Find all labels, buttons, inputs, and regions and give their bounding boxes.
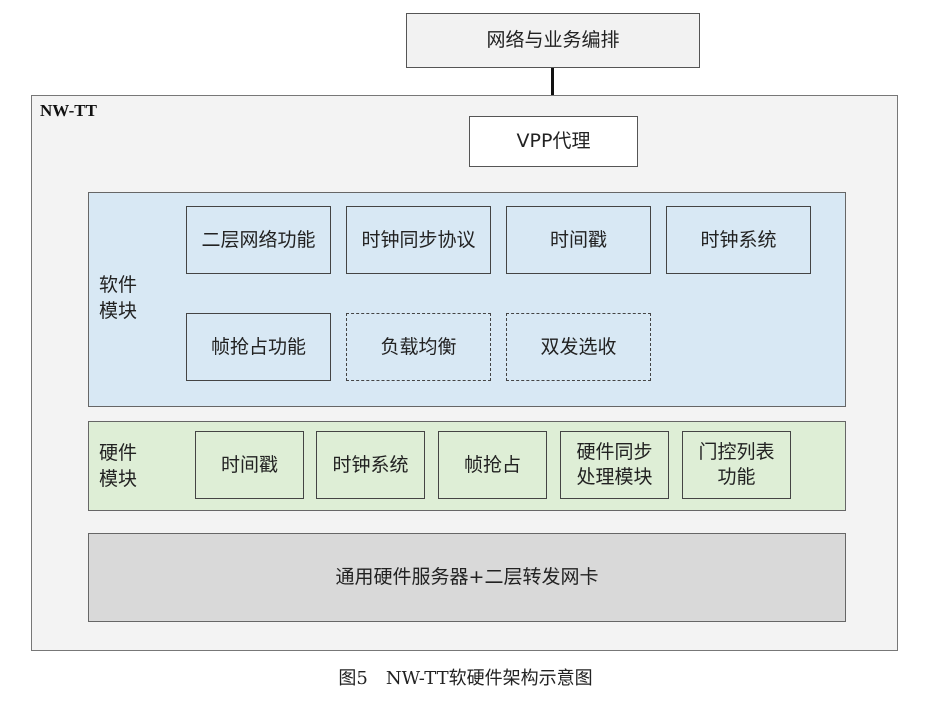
hardware-item-label-line2: 处理模块 xyxy=(576,466,653,488)
software-item: 时钟系统 xyxy=(666,206,811,274)
general-hardware-server-label: 通用硬件服务器+二层转发网卡 xyxy=(335,566,599,589)
software-module-label: 软件 模块 xyxy=(88,273,148,324)
software-item: 时间戳 xyxy=(506,206,651,274)
nwtt-label: NW-TT xyxy=(40,101,97,120)
figure-caption: 图5 NW-TT软硬件架构示意图 xyxy=(338,668,593,689)
software-module-label-line2: 模块 xyxy=(98,299,137,322)
vpp-proxy-label: VPP代理 xyxy=(516,130,591,153)
software-item-label: 负载均衡 xyxy=(380,335,457,358)
software-item-label: 帧抢占功能 xyxy=(210,335,306,358)
hardware-item-label-line2: 功能 xyxy=(717,466,756,488)
software-item-label: 时间戳 xyxy=(549,228,607,251)
hardware-item-label-line1: 硬件同步 xyxy=(576,441,653,464)
software-item: 时钟同步协议 xyxy=(346,206,491,274)
software-item: 二层网络功能 xyxy=(186,206,331,274)
software-item-optional: 负载均衡 xyxy=(346,313,491,381)
software-module-label-line1: 软件 xyxy=(98,274,137,296)
general-hardware-server-box: 通用硬件服务器+二层转发网卡 xyxy=(88,533,846,622)
connector-line xyxy=(551,68,554,116)
software-item-label: 时钟同步协议 xyxy=(361,228,476,251)
hardware-module-label-line2: 模块 xyxy=(98,467,137,490)
hardware-item-label: 时间戳 xyxy=(220,453,278,476)
software-item-optional: 双发选收 xyxy=(506,313,651,381)
hardware-item: 帧抢占 xyxy=(438,431,547,499)
hardware-item-label: 帧抢占 xyxy=(463,453,521,476)
software-item-label: 双发选收 xyxy=(540,335,617,358)
hardware-item-label-line1: 门控列表 xyxy=(698,441,775,464)
software-item-label: 二层网络功能 xyxy=(201,228,316,251)
hardware-item: 门控列表 功能 xyxy=(682,431,791,499)
software-item-label: 时钟系统 xyxy=(700,228,777,251)
hardware-item: 时间戳 xyxy=(195,431,304,499)
hardware-item-label: 时钟系统 xyxy=(332,453,409,476)
vpp-proxy-box: VPP代理 xyxy=(469,116,638,167)
network-service-orchestration-box: 网络与业务编排 xyxy=(406,13,700,68)
hardware-module-label-line1: 硬件 xyxy=(98,442,137,464)
network-service-orchestration-label: 网络与业务编排 xyxy=(486,29,620,52)
hardware-module-label: 硬件 模块 xyxy=(88,441,148,492)
hardware-item: 硬件同步 处理模块 xyxy=(560,431,669,499)
hardware-item: 时钟系统 xyxy=(316,431,425,499)
software-item: 帧抢占功能 xyxy=(186,313,331,381)
